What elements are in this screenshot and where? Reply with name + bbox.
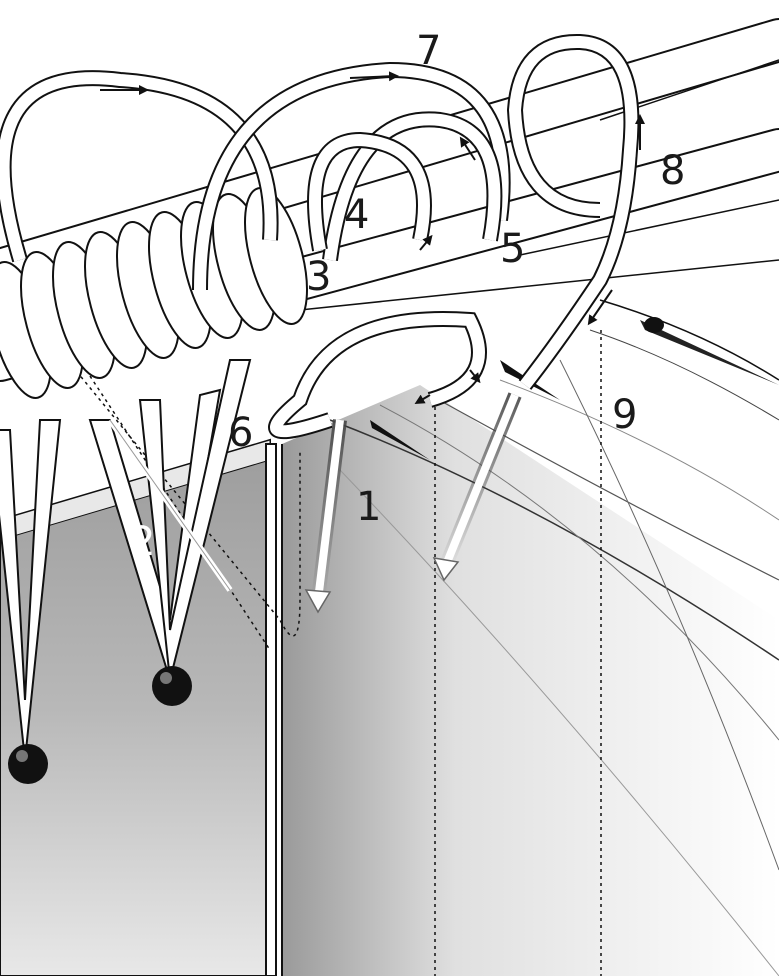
step-label-7: 7 — [416, 28, 441, 74]
needle-holes — [370, 317, 779, 460]
step-label-3: 3 — [306, 254, 331, 300]
step-label-1: 1 — [356, 484, 381, 530]
spine-edge — [265, 443, 277, 976]
page-sheets — [329, 299, 779, 976]
step-labels: 1 2 3 4 5 6 7 8 9 — [130, 28, 685, 565]
dashed-guides — [9, 289, 602, 976]
thread-down-arrows — [107, 392, 522, 614]
direction-arrows — [100, 71, 645, 405]
bound-block-middle — [281, 385, 779, 976]
step-label-5: 5 — [500, 226, 525, 272]
step-label-2: 2 — [130, 519, 155, 565]
stitch-coils — [0, 187, 308, 399]
step-label-9: 9 — [612, 392, 637, 438]
step-label-8: 8 — [660, 148, 685, 194]
anchor-beads — [8, 666, 192, 784]
step-label-4: 4 — [344, 192, 369, 238]
step-label-6: 6 — [228, 410, 253, 456]
thread-loops — [0, 33, 640, 440]
